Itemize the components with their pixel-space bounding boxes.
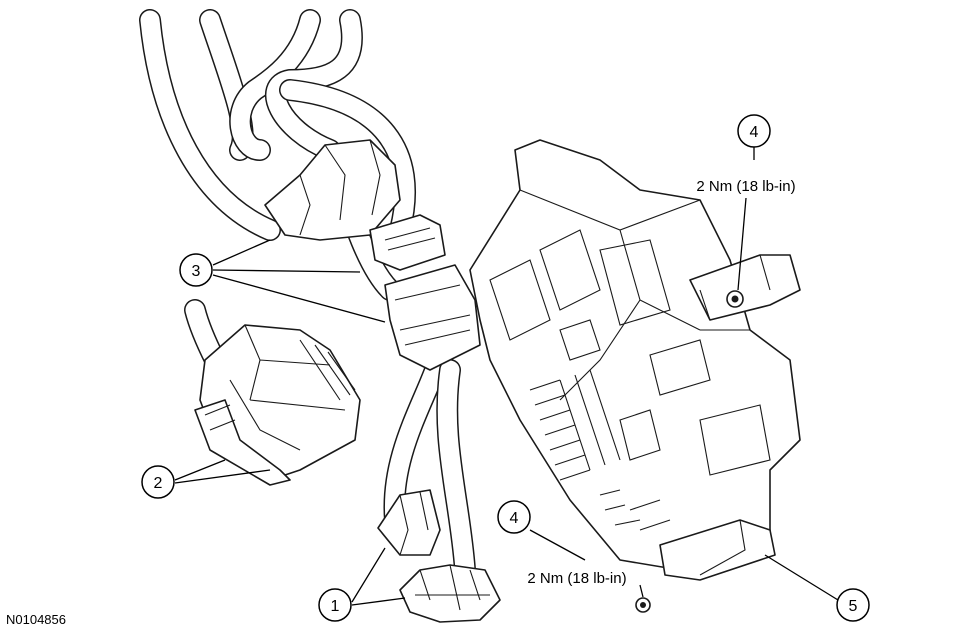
fuse-grid bbox=[529, 369, 671, 531]
callout-3: 3 bbox=[179, 253, 213, 287]
body-control-module bbox=[469, 139, 801, 581]
torque-label-bottom: 2 Nm (18 lb-in) bbox=[527, 570, 626, 587]
bolt-bottom bbox=[635, 597, 651, 613]
svg-text:3: 3 bbox=[192, 263, 201, 280]
svg-text:1: 1 bbox=[331, 598, 340, 615]
connector-group-1 bbox=[377, 489, 501, 623]
callout-5: 5 bbox=[836, 588, 870, 622]
svg-text:5: 5 bbox=[849, 598, 858, 615]
svg-text:2: 2 bbox=[154, 475, 163, 492]
svg-text:4: 4 bbox=[510, 510, 519, 527]
torque-label-top: 2 Nm (18 lb-in) bbox=[696, 178, 795, 195]
callout-4-bottom: 4 bbox=[497, 500, 531, 534]
wiring-harness-lower bbox=[184, 299, 476, 581]
svg-text:4: 4 bbox=[750, 124, 759, 141]
callout-1: 1 bbox=[318, 588, 352, 622]
callout-4-top: 4 bbox=[737, 114, 771, 148]
connector-group-3 bbox=[264, 139, 481, 371]
callout-2: 2 bbox=[141, 465, 175, 499]
figure-id: N0104856 bbox=[6, 612, 66, 627]
leader-lines bbox=[174, 147, 839, 606]
connector-group-2 bbox=[194, 324, 361, 486]
